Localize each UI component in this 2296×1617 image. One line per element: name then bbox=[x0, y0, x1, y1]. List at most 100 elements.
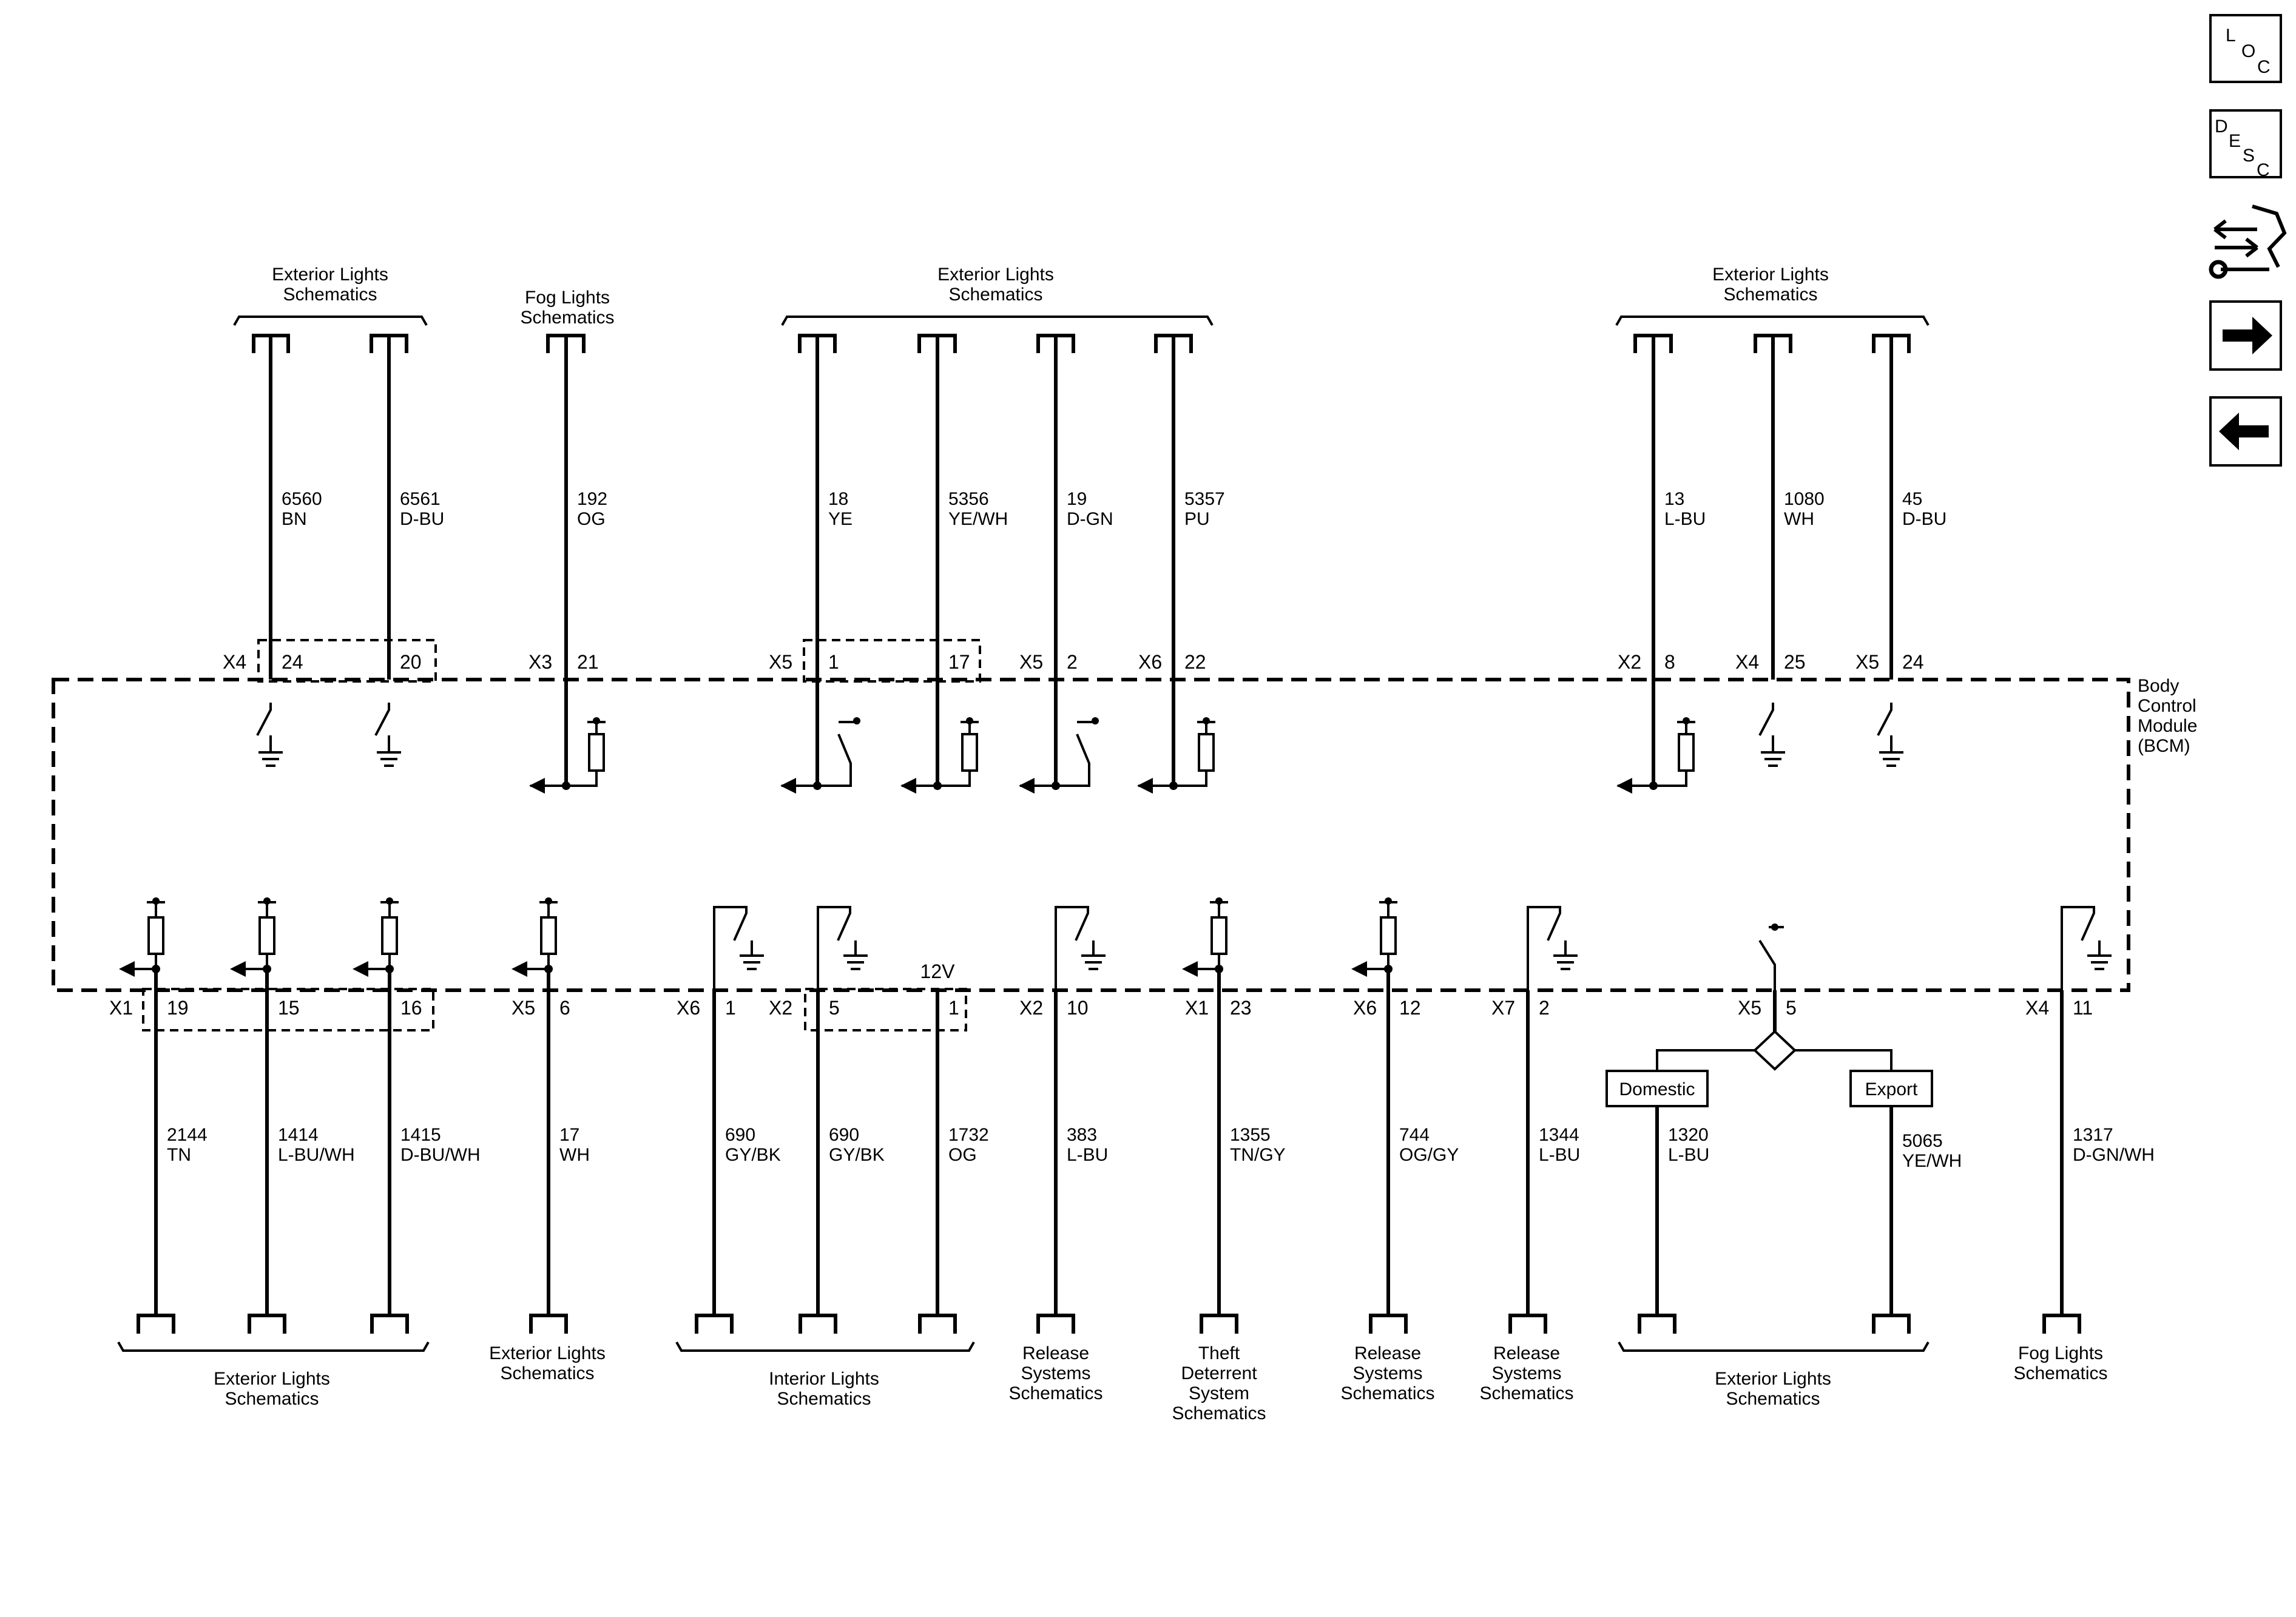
bottom-group-8-line-1: Exterior Lights bbox=[1715, 1369, 1831, 1389]
switch-to-ground-symbol bbox=[713, 906, 764, 1016]
connector-wrench-icon[interactable] bbox=[2209, 204, 2287, 279]
bottom-group-3-bracket bbox=[675, 1342, 975, 1352]
harness-connector bbox=[1638, 1314, 1676, 1334]
wire-color: GY/BK bbox=[829, 1145, 885, 1165]
switch-input-symbol bbox=[1758, 923, 1784, 990]
bottom-wire-3[interactable]: 16 1415 D-BU/WH bbox=[353, 897, 481, 1334]
bottom-wire-12[interactable]: X5 5 Domestic Export 1320 L-BU bbox=[1606, 923, 1933, 1334]
circuit-number: 1080 bbox=[1784, 489, 1825, 509]
bottom-group-2-line-2: Schematics bbox=[500, 1363, 594, 1383]
circuit-number: 1344 bbox=[1539, 1125, 1579, 1145]
pull-up-resistor-input-symbol bbox=[1616, 717, 1695, 794]
circuit-number: 192 bbox=[577, 489, 607, 509]
top-wire-3[interactable]: 192 OG X3 21 bbox=[528, 334, 607, 794]
wire-color: TN/GY bbox=[1230, 1145, 1286, 1165]
bottom-group-9-line-2: Schematics bbox=[2013, 1363, 2107, 1383]
loc-letter-o: O bbox=[2241, 41, 2255, 61]
top-group-3-bracket bbox=[781, 316, 1214, 326]
connector-id: X7 bbox=[1491, 997, 1515, 1019]
export-option-box[interactable]: Export bbox=[1849, 1070, 1933, 1107]
harness-connector bbox=[137, 1314, 175, 1334]
pin-number: 12 bbox=[1399, 997, 1421, 1019]
pin-number: 24 bbox=[282, 651, 303, 673]
voltage-label: 12V bbox=[920, 960, 956, 982]
bottom-wire-13[interactable]: 5065 YE/WH bbox=[1872, 1106, 1962, 1334]
connector-x2-group-outline bbox=[804, 988, 967, 1031]
bottom-group-5-line-4: Schematics bbox=[1172, 1403, 1266, 1423]
circuit-number: 18 bbox=[828, 489, 848, 509]
circuit-number: 1355 bbox=[1230, 1125, 1271, 1145]
pull-up-resistor-input-symbol bbox=[1182, 897, 1228, 977]
loc-letter-c: C bbox=[2257, 57, 2271, 77]
top-wire-2[interactable]: 6561 D-BU 20 bbox=[370, 334, 444, 767]
pull-up-resistor-input-symbol bbox=[900, 717, 979, 794]
wire-color: OG bbox=[577, 509, 606, 529]
pin-number: 15 bbox=[278, 997, 300, 1019]
pull-up-resistor-input-symbol bbox=[529, 717, 606, 794]
top-wire-8[interactable]: 13 L-BU X2 8 bbox=[1616, 334, 1706, 794]
bottom-wire-1[interactable]: X1 19 2144 TN bbox=[109, 897, 208, 1334]
wire-color: L-BU bbox=[1668, 1145, 1709, 1165]
wire-color: D-BU bbox=[400, 509, 444, 529]
harness-connector bbox=[370, 1314, 409, 1334]
bottom-group-2-line-1: Exterior Lights bbox=[489, 1343, 606, 1363]
desc-button[interactable]: D E S C bbox=[2209, 109, 2282, 180]
bottom-group-8-line-2: Schematics bbox=[1726, 1389, 1820, 1409]
top-group-1: Exterior Lights Schematics bbox=[233, 265, 428, 326]
bottom-wire-6[interactable]: X2 5 690 GY/BK bbox=[769, 906, 885, 1334]
bottom-group-7-line-2: Systems bbox=[1491, 1363, 1561, 1383]
domestic-option-box[interactable]: Domestic bbox=[1606, 1070, 1709, 1107]
desc-letter-d: D bbox=[2215, 116, 2228, 137]
top-wire-1[interactable]: 6560 BN X4 24 bbox=[223, 334, 322, 767]
bottom-wire-2[interactable]: 15 1414 L-BU/WH bbox=[230, 897, 355, 1334]
bottom-group-4-line-2: Systems bbox=[1021, 1363, 1090, 1383]
circuit-number: 690 bbox=[725, 1125, 755, 1145]
bottom-wire-9[interactable]: X1 23 1355 TN/GY bbox=[1182, 897, 1286, 1334]
harness-connector bbox=[799, 1314, 837, 1334]
bottom-wire-11[interactable]: X7 2 1344 L-BU bbox=[1491, 906, 1580, 1334]
bottom-wire-4[interactable]: X5 6 17 WH bbox=[512, 897, 590, 1334]
pin-number: 1 bbox=[725, 997, 736, 1019]
wire-color: L-BU/WH bbox=[278, 1145, 355, 1165]
top-group-1-bracket bbox=[233, 316, 428, 326]
connector-x5-group-outline bbox=[803, 639, 981, 683]
circuit-number: 17 bbox=[559, 1125, 579, 1145]
connector-id: X5 bbox=[1855, 651, 1879, 673]
desc-letter-e: E bbox=[2229, 131, 2241, 151]
pin-number: 2 bbox=[1539, 997, 1550, 1019]
wire-color: YE/WH bbox=[1902, 1151, 1962, 1171]
switch-to-ground-symbol bbox=[1527, 906, 1578, 1016]
bottom-wire-14[interactable]: X4 11 1317 D-GN/WH bbox=[2025, 906, 2155, 1334]
top-wire-6[interactable]: 19 D-GN X5 2 bbox=[1019, 334, 1113, 794]
bottom-group-6: Release Systems Schematics bbox=[1340, 1343, 1434, 1403]
circuit-number: 1320 bbox=[1668, 1125, 1709, 1145]
connector-id: X4 bbox=[1735, 651, 1759, 673]
connector-id: X2 bbox=[1618, 651, 1641, 673]
next-page-button[interactable] bbox=[2209, 300, 2282, 371]
top-wire-5[interactable]: 5356 YE/WH 17 bbox=[900, 334, 1008, 794]
bcm-label-line-4: (BCM) bbox=[2138, 736, 2190, 756]
wire-color: D-GN bbox=[1067, 509, 1113, 529]
bottom-wire-7[interactable]: 12V 1 1732 OG bbox=[918, 960, 989, 1334]
top-wire-4[interactable]: 18 YE X5 1 bbox=[769, 334, 860, 794]
bottom-wire-5[interactable]: X6 1 690 GY/BK bbox=[677, 906, 781, 1334]
top-wire-9[interactable]: 1080 WH X4 25 bbox=[1735, 334, 1825, 767]
harness-connector bbox=[1036, 1314, 1075, 1334]
bottom-wire-10[interactable]: X6 12 744 OG/GY bbox=[1351, 897, 1459, 1334]
bottom-group-4: Release Systems Schematics bbox=[1008, 1343, 1102, 1403]
bottom-group-2: Exterior Lights Schematics bbox=[489, 1343, 606, 1383]
bottom-group-4-line-1: Release bbox=[1022, 1343, 1089, 1363]
prev-page-button[interactable] bbox=[2209, 396, 2282, 467]
harness-connector bbox=[695, 1314, 734, 1334]
top-wire-7[interactable]: 5357 PU X6 22 bbox=[1137, 334, 1225, 794]
loc-button[interactable]: L O C bbox=[2209, 14, 2282, 83]
pin-number: 2 bbox=[1067, 651, 1078, 673]
connector-id: X5 bbox=[769, 651, 792, 673]
bottom-group-4-line-3: Schematics bbox=[1008, 1383, 1102, 1403]
pin-number: 20 bbox=[400, 651, 422, 673]
bottom-wire-8[interactable]: X2 10 383 L-BU bbox=[1019, 906, 1108, 1334]
top-wire-10[interactable]: 45 D-BU X5 24 bbox=[1855, 334, 1947, 767]
top-group-3: Exterior Lights Schematics bbox=[781, 265, 1214, 326]
connector-id: X6 bbox=[677, 997, 700, 1019]
loc-letter-l: L bbox=[2226, 25, 2236, 46]
